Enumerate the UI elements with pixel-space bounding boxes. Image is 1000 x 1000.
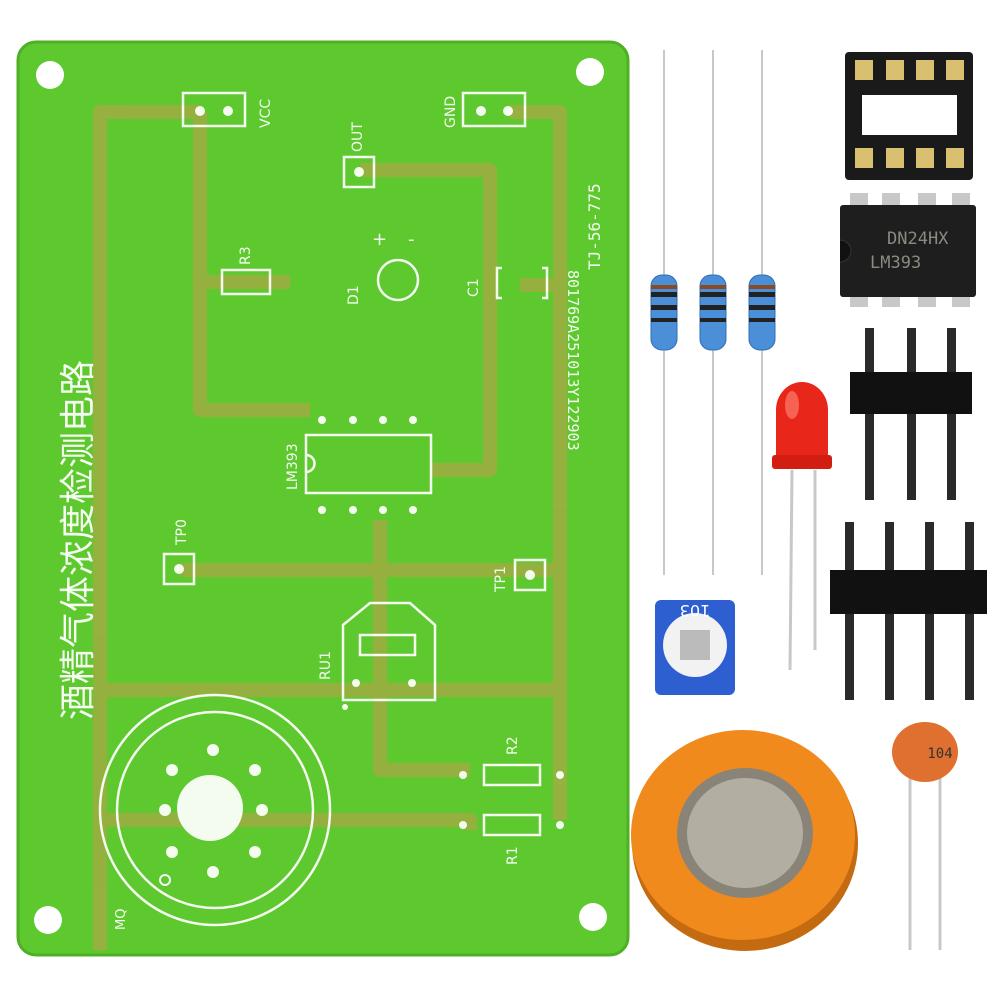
board-model: TJ-56-775 [585,183,604,270]
label-r1: R1 [505,846,521,865]
label-tp0: TP0 [174,519,190,546]
silkscreen [98,91,549,927]
label-r3: R3 [238,246,254,265]
ic-name: LM393 [870,253,921,273]
label-lm393: LM393 [285,443,301,490]
label-c1: C1 [466,278,482,297]
label-mq: MQ [114,909,129,930]
lm393-chip: DN24HX LM393 [839,193,976,307]
ceramic-capacitor: 104 [892,722,958,950]
potentiometer: 103 [655,600,735,695]
label-gnd: GND [443,96,459,128]
board-serial: 801769A251013Y122903 [564,270,582,451]
resistors [650,50,776,575]
pcb-board: 酒精气体浓度检测电路 801769A251013Y122903 TJ-56-77… [16,40,630,957]
pin-header-4 [830,522,987,700]
pin-header-3 [850,328,972,500]
cap-code: 104 [927,746,952,762]
label-r2: R2 [505,736,521,755]
red-led [772,382,832,671]
pads [159,106,564,878]
mq-gas-sensor [631,730,858,951]
label-minus: - [408,229,415,250]
label-vcc: VCC [258,99,274,128]
label-ru1: RU1 [318,651,334,680]
ic-socket [845,52,973,180]
board-title: 酒精气体浓度检测电路 [58,360,99,720]
ic-code: DN24HX [887,229,949,249]
pot-code: 103 [680,601,711,620]
label-out: OUT [350,122,366,152]
label-tp1: TP1 [493,566,509,593]
label-d1: D1 [346,285,362,305]
mounting-holes [34,58,607,934]
label-plus: + [372,229,387,250]
